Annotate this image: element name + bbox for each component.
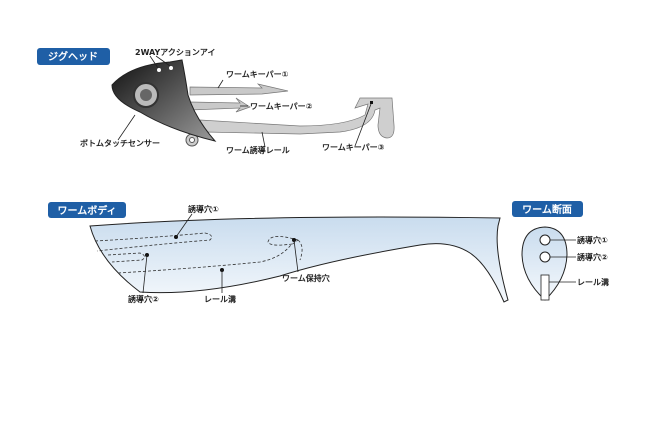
cross-label-hole-1: 誘導穴① xyxy=(577,235,608,245)
worm-body-section: ワームボディ 誘導穴① 誘導穴② レール溝 ワーム保持穴 xyxy=(48,202,509,304)
cross-section-groove xyxy=(540,274,550,301)
worm-keeper-1 xyxy=(189,83,289,96)
label-action-eye: 2WAYアクションアイ xyxy=(135,47,215,57)
label-groove: レール溝 xyxy=(204,294,236,304)
cross-hole-1 xyxy=(539,234,551,246)
label-keeper-3: ワームキーパー③ xyxy=(322,142,385,152)
worm-body-title: ワームボディ xyxy=(58,204,117,217)
action-eye-1 xyxy=(157,68,161,72)
label-hole-1: 誘導穴① xyxy=(188,204,219,214)
worm-body-outline xyxy=(89,216,509,303)
jighead-head xyxy=(111,59,217,142)
label-keeper-1: ワームキーパー① xyxy=(226,69,289,79)
label-keeper-2: ワームキーパー② xyxy=(250,101,313,111)
jighead-badge xyxy=(37,48,110,65)
cross-section-title: ワーム断面 xyxy=(522,203,572,216)
action-eye-2 xyxy=(169,66,173,70)
label-guide-rail: ワーム誘導レール xyxy=(226,145,290,155)
jighead-section: ジグヘッド 2WAYアクションアイ ワームキーパー① ワームキーパー② ボトムタ… xyxy=(37,47,395,155)
worm-keeper-2 xyxy=(189,97,251,113)
cross-section-badge xyxy=(512,201,583,217)
label-hold-hole: ワーム保持穴 xyxy=(282,273,330,283)
cross-section: ワーム断面 誘導穴① 誘導穴② レール溝 xyxy=(512,201,609,301)
cross-label-groove: レール溝 xyxy=(577,277,609,287)
label-hole-2: 誘導穴② xyxy=(128,294,159,304)
label-bottom-sensor: ボトムタッチセンサー xyxy=(80,138,160,148)
cross-hole-2 xyxy=(539,251,551,263)
keeper3-dot xyxy=(370,101,373,104)
worm-guide-rail xyxy=(199,97,395,139)
jighead-title: ジグヘッド xyxy=(48,50,98,63)
cross-label-hole-2: 誘導穴② xyxy=(577,252,608,262)
worm-body-badge xyxy=(48,202,126,218)
